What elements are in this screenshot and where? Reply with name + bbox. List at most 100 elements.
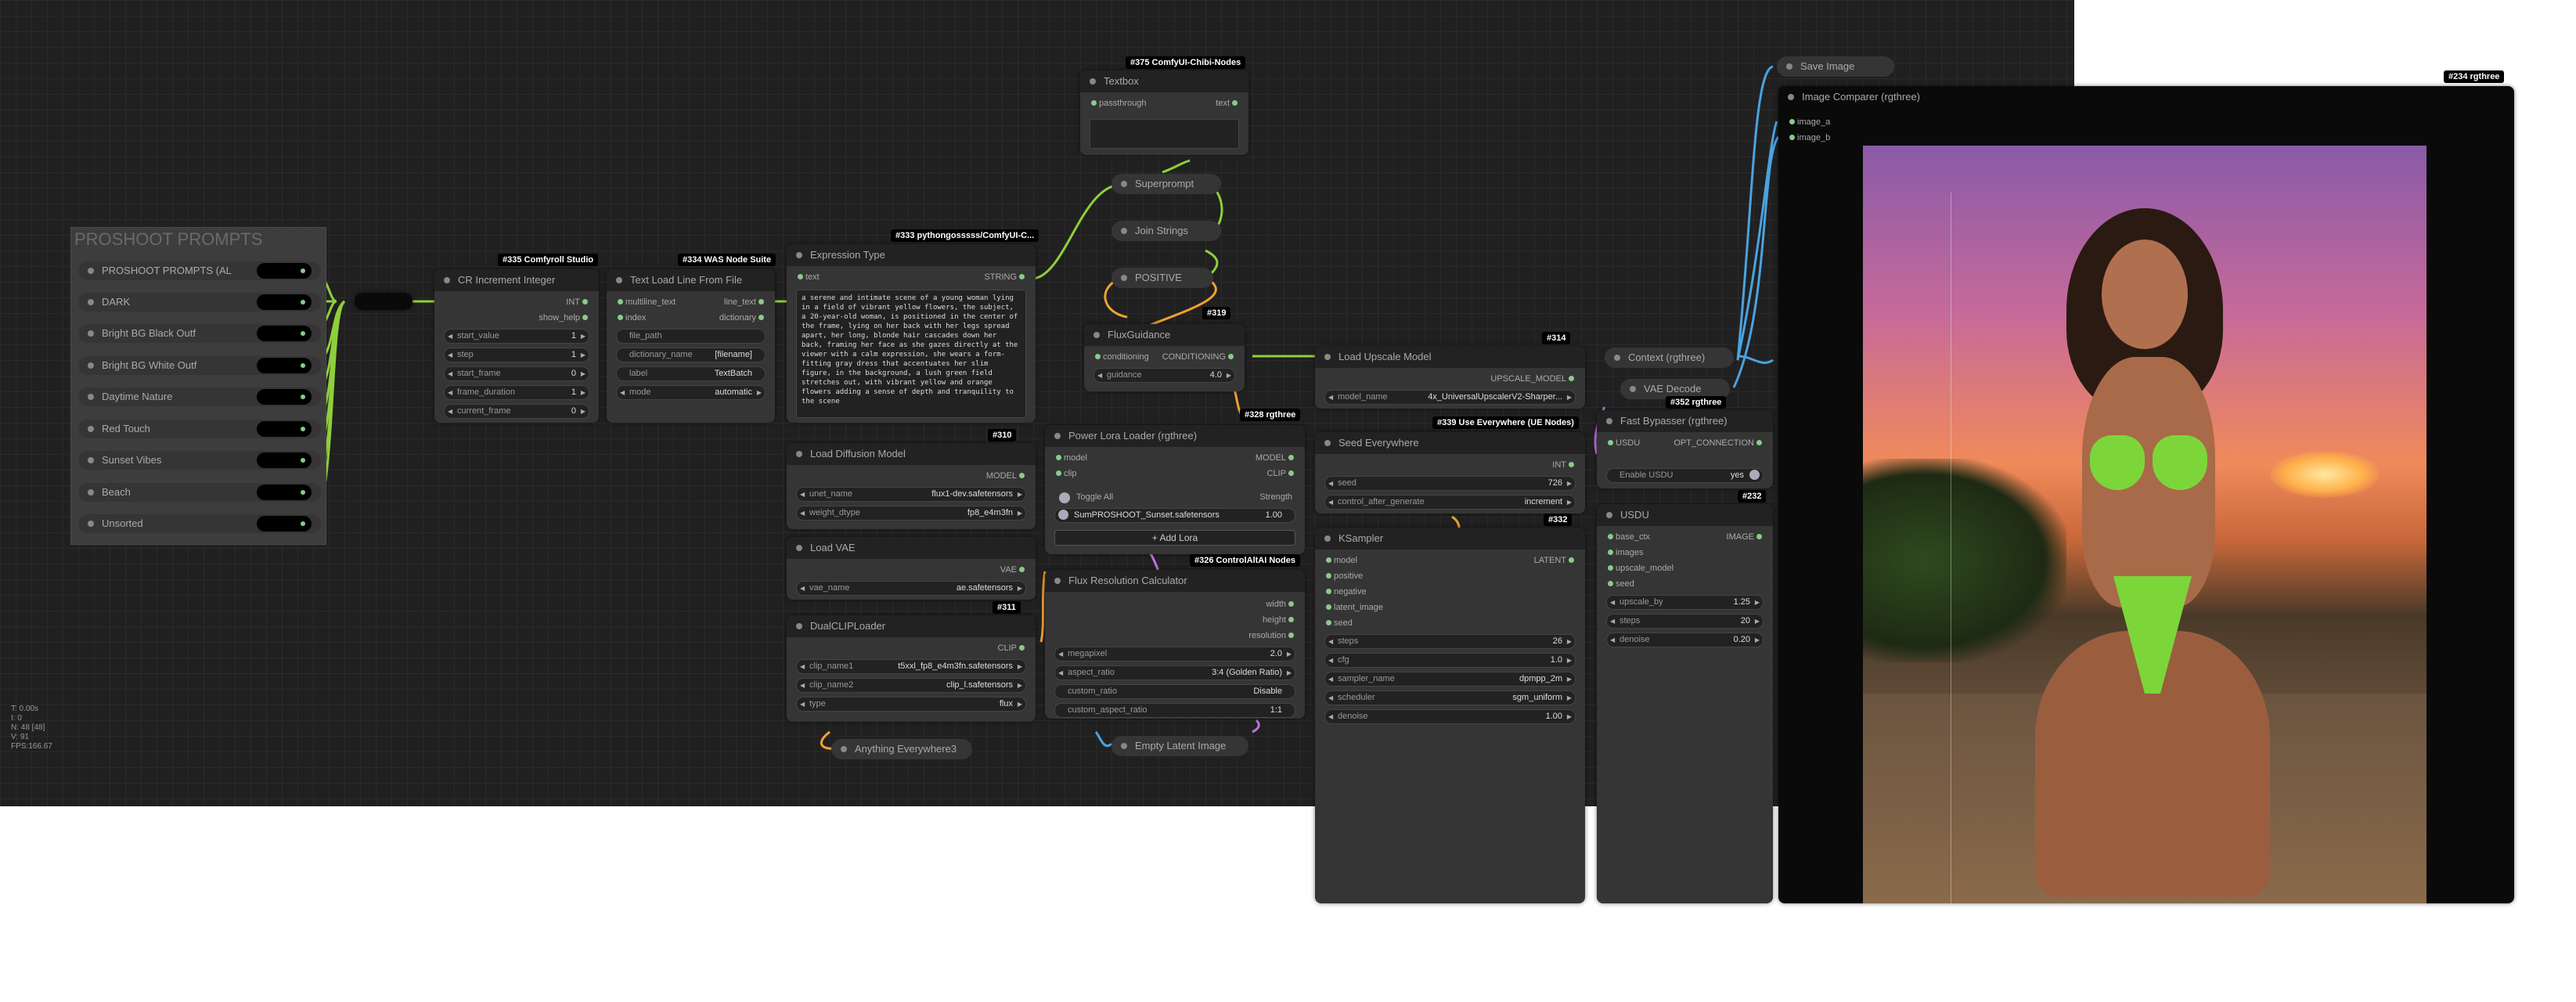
input-latent-image[interactable]: latent_image	[1326, 600, 1383, 615]
input-text[interactable]: text	[798, 269, 820, 285]
output-string[interactable]: STRING	[984, 269, 1025, 285]
prompt-output[interactable]	[257, 294, 312, 310]
output-show-help[interactable]: show_help	[539, 310, 588, 326]
node-title[interactable]: Expression Type	[787, 244, 1036, 266]
input-negative[interactable]: negative	[1326, 584, 1367, 600]
output-model[interactable]: MODEL	[986, 468, 1025, 484]
output-image[interactable]: IMAGE	[1727, 529, 1763, 545]
node-title[interactable]: Textbox	[1080, 70, 1248, 92]
join-strings-node[interactable]: Join Strings	[1111, 221, 1221, 241]
positive-node[interactable]: POSITIVE	[1111, 268, 1213, 288]
node-title[interactable]: KSampler	[1315, 528, 1585, 550]
reroute-node[interactable]	[355, 293, 413, 310]
prompt-node-1[interactable]: DARK	[78, 293, 321, 312]
lora-strength[interactable]: 1.00	[1265, 510, 1282, 520]
input-clip[interactable]: clip	[1056, 466, 1077, 481]
prompt-output[interactable]	[257, 516, 312, 532]
input-seed[interactable]: seed	[1326, 615, 1353, 631]
prompt-output[interactable]	[257, 452, 312, 468]
expression-type-node[interactable]: Expression Type text STRING a serene and …	[787, 244, 1036, 423]
node-title[interactable]: USDU	[1597, 504, 1773, 526]
lora-toggle[interactable]	[1058, 510, 1068, 520]
cr-increment-node[interactable]: CR Increment Integer INT show_help start…	[434, 269, 599, 423]
prompt-node-6[interactable]: Sunset Vibes	[78, 451, 321, 470]
input-model[interactable]: model	[1056, 450, 1087, 466]
output-text[interactable]: text	[1216, 96, 1238, 111]
input-passthrough[interactable]: passthrough	[1091, 96, 1147, 111]
input-model[interactable]: model	[1326, 553, 1357, 568]
input-image-b[interactable]: image_b	[1789, 130, 1830, 146]
input-images[interactable]: images	[1608, 545, 1643, 560]
widget-model-name[interactable]: model_name4x_UniversalUpscalerV2-Sharper…	[1324, 390, 1576, 405]
load-upscale-model-node[interactable]: Load Upscale Model UPSCALE_MODEL model_n…	[1315, 346, 1585, 409]
output-conditioning[interactable]: CONDITIONING	[1162, 349, 1234, 365]
context-node[interactable]: Context (rgthree)	[1605, 348, 1734, 368]
output-opt-connection[interactable]: OPT_CONNECTION	[1673, 435, 1762, 451]
output-dictionary[interactable]: dictionary	[719, 310, 765, 326]
toggle-knob[interactable]	[1749, 470, 1760, 480]
input-positive[interactable]: positive	[1326, 568, 1363, 584]
input-image-a[interactable]: image_a	[1789, 114, 1830, 130]
output-clip[interactable]: CLIP	[1267, 466, 1295, 481]
prompt-node-0[interactable]: PROSHOOT PROMPTS (AL	[78, 261, 321, 280]
node-title[interactable]: Load Diffusion Model	[787, 443, 1036, 465]
node-title[interactable]: Flux Resolution Calculator	[1045, 570, 1305, 592]
anything-everywhere-node[interactable]: Anything Everywhere3	[831, 739, 972, 759]
node-title[interactable]: Text Load Line From File	[607, 269, 775, 291]
prompt-output[interactable]	[257, 263, 312, 279]
lora-name[interactable]: SumPROSHOOT_Sunset.safetensors	[1074, 510, 1220, 520]
prompt-node-4[interactable]: Daytime Nature	[78, 387, 321, 406]
output-int[interactable]: INT	[566, 294, 588, 310]
empty-latent-node[interactable]: Empty Latent Image	[1111, 736, 1248, 756]
input-usdu[interactable]: USDU	[1608, 435, 1640, 451]
prompt-output[interactable]	[257, 485, 312, 500]
output-latent[interactable]: LATENT	[1534, 553, 1575, 568]
superprompt-node[interactable]: Superprompt	[1111, 174, 1221, 194]
prompt-node-8[interactable]: Unsorted	[78, 514, 321, 533]
widget-upscale-by[interactable]: upscale_by1.25	[1606, 595, 1764, 610]
textbox-node[interactable]: Textbox passthrough text	[1080, 70, 1248, 155]
prompt-output[interactable]	[257, 421, 312, 437]
output-model[interactable]: MODEL	[1256, 450, 1295, 466]
prompt-output[interactable]	[257, 358, 312, 373]
prompt-node-5[interactable]: Red Touch	[78, 420, 321, 438]
expression-textarea[interactable]: a serene and intimate scene of a young w…	[796, 290, 1026, 418]
output-resolution[interactable]: resolution	[1248, 628, 1294, 643]
load-diffusion-model-node[interactable]: Load Diffusion Model MODEL unet_nameflux…	[787, 443, 1036, 529]
prompt-node-7[interactable]: Beach	[78, 483, 321, 502]
node-title[interactable]: Seed Everywhere	[1315, 432, 1585, 454]
add-lora-button[interactable]: + Add Lora	[1054, 530, 1295, 546]
node-title[interactable]: Image Comparer (rgthree)	[1778, 86, 2514, 108]
output-int[interactable]: INT	[1552, 457, 1574, 473]
input-base-ctx[interactable]: base_ctx	[1608, 529, 1650, 545]
toggle-all-switch[interactable]	[1059, 492, 1070, 503]
input-multiline-text[interactable]: multiline_text	[618, 294, 676, 310]
output-vae[interactable]: VAE	[1000, 562, 1025, 578]
